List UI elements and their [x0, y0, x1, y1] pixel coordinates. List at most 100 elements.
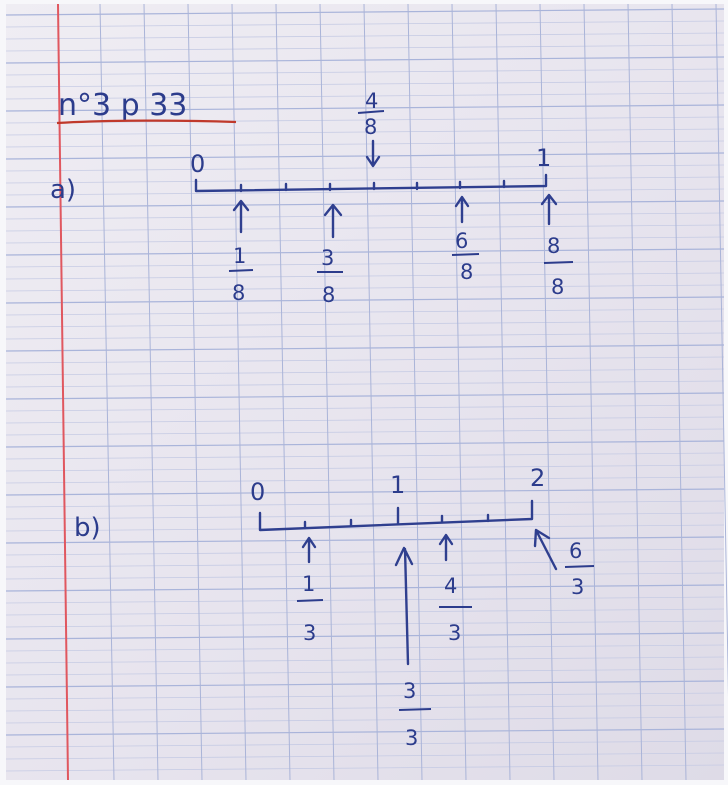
grid-horizontal-line	[5, 512, 725, 520]
grid-lines	[5, 3, 728, 781]
fraction-6-8: 6 8	[451, 195, 480, 284]
fraction-numerator: 3	[403, 679, 416, 703]
fraction-bar	[357, 110, 385, 114]
grid-horizontal-line	[5, 548, 725, 556]
grid-vertical-line	[187, 3, 203, 781]
grid-horizontal-line	[5, 140, 725, 148]
part-a-label: a)	[50, 175, 76, 205]
fraction-denominator: 3	[448, 621, 461, 645]
fraction-denominator: 8	[551, 275, 564, 299]
grid-horizontal-line	[5, 392, 725, 400]
grid-horizontal-line	[5, 488, 725, 496]
grid-horizontal-line	[5, 380, 725, 388]
fraction-3-8: 3 8	[317, 203, 343, 307]
grid-horizontal-line	[5, 524, 725, 532]
fraction-denominator: 8	[232, 281, 245, 305]
grid-horizontal-line	[5, 368, 725, 376]
grid-horizontal-line	[5, 152, 725, 160]
grid-vertical-line	[275, 3, 291, 781]
paper-background	[6, 4, 724, 780]
fraction-1-3: 1 3	[296, 536, 324, 645]
grid-horizontal-line	[5, 92, 725, 100]
grid-horizontal-line	[5, 656, 725, 664]
arrow-up-icon	[438, 533, 454, 562]
fraction-denominator: 3	[571, 575, 584, 599]
arrow-up-icon	[301, 536, 317, 564]
grid-horizontal-line	[5, 428, 725, 436]
number-line-a-ticks	[239, 179, 506, 193]
grid-horizontal-line	[5, 752, 725, 760]
margin-line	[57, 3, 69, 781]
fraction-bar	[543, 261, 574, 264]
fraction-1-8: 1 8	[228, 199, 254, 305]
fraction-numerator: 1	[302, 572, 315, 596]
arrow-down-icon	[365, 139, 381, 168]
fraction-bar	[228, 269, 254, 272]
grid-horizontal-line	[5, 188, 725, 196]
grid-horizontal-line	[5, 680, 725, 688]
grid-horizontal-line	[5, 560, 725, 568]
grid-horizontal-line	[5, 116, 725, 124]
grid-horizontal-line	[5, 584, 725, 592]
grid-vertical-line	[231, 3, 247, 781]
grid-horizontal-line	[5, 164, 725, 172]
part-b-two: 2	[530, 464, 545, 492]
grid-horizontal-line	[5, 128, 725, 136]
grid-horizontal-line	[5, 356, 725, 364]
grid-horizontal-line	[5, 704, 725, 712]
fraction-numerator: 4	[365, 89, 378, 113]
number-line-b	[258, 499, 534, 532]
grid-horizontal-line	[5, 8, 725, 16]
grid-horizontal-line	[5, 536, 725, 544]
number-line-b-axis	[258, 499, 534, 532]
grid-vertical-line	[319, 3, 335, 781]
grid-horizontal-line	[5, 284, 725, 292]
fraction-numerator: 1	[233, 244, 246, 268]
fraction-numerator: 8	[547, 234, 560, 258]
part-a-zero: 0	[190, 150, 205, 178]
part-b-label: b)	[74, 513, 101, 543]
arrow-up-icon	[323, 203, 343, 239]
grid-horizontal-line	[5, 764, 725, 772]
arrow-up-icon	[540, 193, 558, 226]
grid-vertical-line	[99, 3, 115, 781]
part-b-one: 1	[390, 471, 405, 499]
part-b-zero: 0	[250, 478, 265, 506]
grid-horizontal-line	[5, 20, 725, 28]
arrow-up-icon	[394, 546, 414, 666]
fraction-denominator: 3	[303, 621, 316, 645]
grid-horizontal-line	[5, 272, 725, 280]
grid-vertical-line	[495, 3, 511, 781]
grid-horizontal-line	[5, 344, 725, 352]
fraction-bar	[564, 565, 595, 568]
fraction-denominator: 8	[364, 115, 377, 139]
grid-horizontal-line	[5, 440, 725, 448]
grid-horizontal-line	[5, 500, 725, 508]
grid-horizontal-line	[5, 404, 725, 412]
arrow-up-icon	[533, 528, 558, 571]
grid-horizontal-line	[5, 572, 725, 580]
grid-horizontal-line	[5, 608, 725, 616]
fraction-numerator: 6	[569, 539, 582, 563]
grid-horizontal-line	[5, 452, 725, 460]
grid-horizontal-line	[5, 224, 725, 232]
grid-horizontal-line	[5, 260, 725, 268]
grid-horizontal-line	[5, 236, 725, 244]
grid-horizontal-line	[5, 416, 725, 424]
arrow-up-icon	[232, 199, 250, 234]
grid-horizontal-line	[5, 692, 725, 700]
grid-horizontal-line	[5, 632, 725, 640]
grid-vertical-line	[363, 3, 379, 781]
fraction-denominator: 8	[322, 283, 335, 307]
grid-horizontal-line	[5, 332, 725, 340]
grid-vertical-line	[627, 3, 643, 781]
grid-horizontal-line	[5, 104, 725, 112]
grid-horizontal-line	[5, 200, 725, 208]
fraction-6-3: 6 3	[533, 528, 595, 599]
grid-vertical-line	[671, 3, 687, 781]
grid-horizontal-line	[5, 740, 725, 748]
grid-horizontal-line	[5, 644, 725, 652]
fraction-8-8: 8 8	[540, 193, 574, 299]
arrow-up-icon	[454, 195, 470, 224]
